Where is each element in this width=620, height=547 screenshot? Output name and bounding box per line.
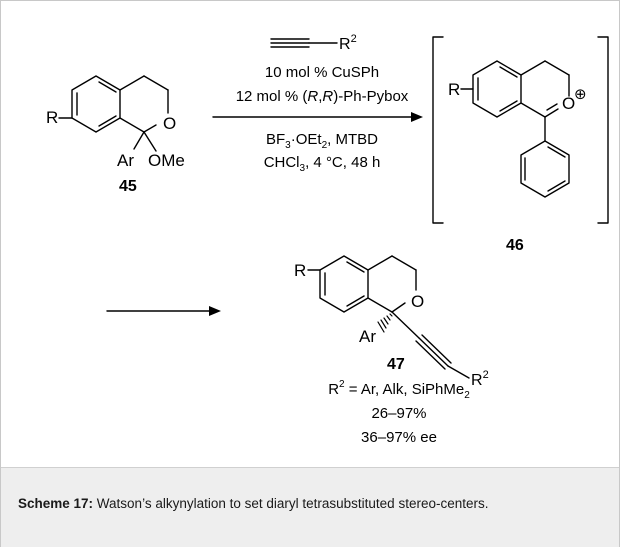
c45-methoxy: OMe: [148, 151, 185, 170]
hashed-bond: [377, 313, 393, 333]
reaction-scheme: R O Ar OMe 45 R2 10 mol % CuSPh 12 mol %…: [46, 33, 609, 446]
r2-scope-text: R2 = Ar, Alk, SiPhMe2: [328, 379, 470, 401]
figure-caption: Scheme 17: Watson’s alkynylation to set …: [18, 494, 608, 513]
c45-ring-oxygen: O: [163, 114, 176, 133]
lewis-acid-text: BF3·OEt2, MTBD: [266, 131, 378, 151]
c47-ar-label: Ar: [359, 327, 376, 346]
c47-r-label: R: [294, 261, 306, 280]
reagent-alkyne: [270, 38, 338, 48]
c46-r-label: R: [448, 80, 460, 99]
intermediate-46-structure: [460, 60, 570, 198]
c46-positive-charge: ⊕: [574, 86, 587, 103]
yield-range-text: 26–97%: [371, 405, 426, 422]
c45-number: 45: [119, 178, 137, 195]
bracket-left: [432, 36, 444, 224]
compound-45-structure: [58, 75, 169, 152]
c47-number: 47: [387, 356, 405, 373]
reagent-r2-label: R2: [339, 33, 357, 53]
product-47-structure: [307, 255, 470, 379]
caption-bar: [1, 467, 619, 547]
catalyst-text: 10 mol % CuSPh: [265, 64, 379, 81]
c47-r2-label: R2: [471, 369, 489, 389]
c47-ring-oxygen: O: [411, 292, 424, 311]
c45-ar-label: Ar: [117, 151, 134, 170]
solvent-text: CHCl3, 4 °C, 48 h: [264, 154, 381, 174]
caption-text: Watson’s alkynylation to set diaryl tetr…: [93, 496, 489, 511]
c45-r-label: R: [46, 108, 58, 127]
c46-ring-oxygen: O: [562, 94, 575, 113]
arrowhead-2: [209, 306, 221, 316]
caption-label: Scheme 17:: [18, 496, 94, 511]
ligand-text: 12 mol % (R,R)-Ph-Pybox: [236, 88, 409, 105]
c46-number: 46: [506, 237, 524, 254]
ee-range-text: 36–97% ee: [361, 429, 437, 446]
arrowhead-1: [411, 112, 423, 122]
bracket-right: [597, 36, 609, 224]
